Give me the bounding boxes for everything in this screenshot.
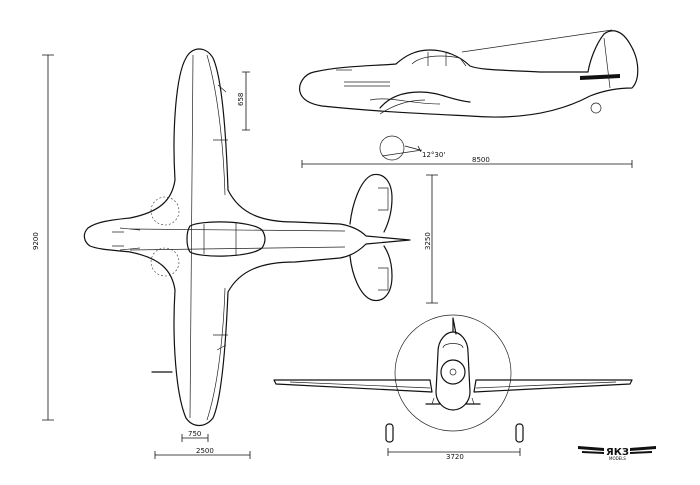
front-wing — [273, 379, 633, 393]
fuselage-side — [299, 30, 639, 118]
side-view — [299, 29, 639, 161]
brand-logo: ЯКЗ MODELS — [578, 446, 656, 461]
dim-track: 3720 — [446, 453, 464, 461]
wing-outline — [83, 48, 411, 427]
dim-aileron-chord: 658 — [237, 93, 245, 106]
dim-tail-span: 3250 — [424, 232, 432, 250]
logo-subtitle: MODELS — [609, 456, 626, 461]
dim-length: 8500 — [472, 156, 490, 164]
logo-title: ЯКЗ — [606, 447, 629, 458]
top-view — [83, 48, 411, 427]
front-view — [273, 314, 633, 443]
tail-plane — [349, 173, 393, 302]
dim-inner-chord: 750 — [188, 430, 201, 438]
dimension-lines — [42, 54, 633, 459]
dim-root-chord: 2500 — [196, 447, 214, 455]
dim-wingspan: 9200 — [32, 232, 40, 250]
canopy-top — [186, 221, 266, 257]
dim-angle: 12°30' — [422, 151, 445, 159]
